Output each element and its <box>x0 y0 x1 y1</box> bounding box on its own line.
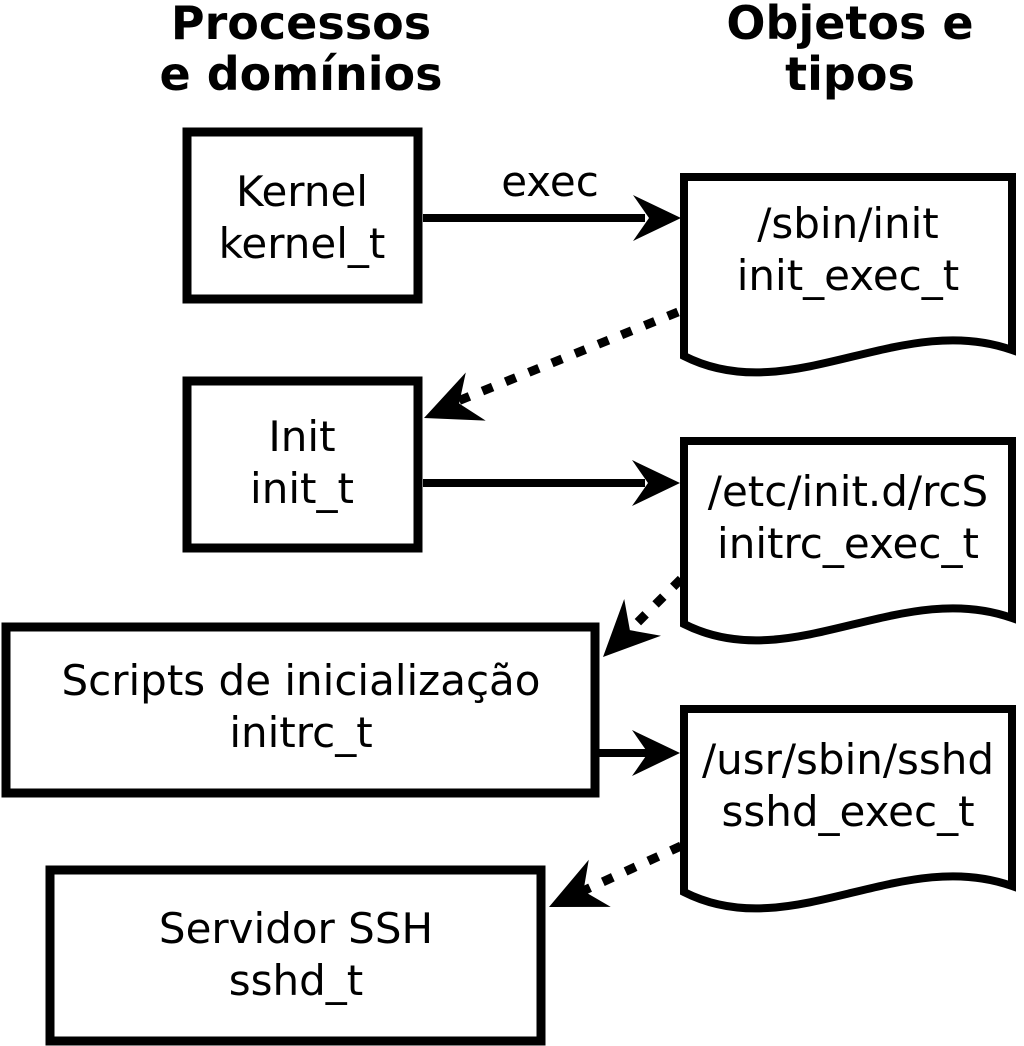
column-header-processes: Processos e domínios <box>160 0 443 101</box>
transition3-arrowhead-icon <box>549 859 611 907</box>
process-node-init: Init init_t <box>182 376 423 553</box>
header-processes-line1: Processos <box>171 0 431 50</box>
transition2-dotted-line <box>622 575 685 638</box>
sbin-init-type-label: init_exec_t <box>737 251 960 300</box>
sshd-box <box>45 865 546 1046</box>
process-node-kernel: Kernel kernel_t <box>182 127 423 304</box>
kernel-domain-label: kernel_t <box>219 219 386 268</box>
edge-kernel-exec-sbin-init: exec <box>423 157 681 241</box>
object-node-sbin-init: /sbin/init init_exec_t <box>680 173 1016 377</box>
initrc-box <box>1 622 600 798</box>
edge-init-exec-rcs <box>423 460 680 506</box>
transition-sbin-init-to-init <box>424 307 680 421</box>
transition1-dotted-line <box>456 307 680 406</box>
exec-edge-arrowhead-icon <box>633 195 681 241</box>
init-domain-label: init_t <box>250 464 354 513</box>
transition1-arrowhead-icon <box>424 372 486 421</box>
sshd-name-label: Servidor SSH <box>159 904 433 953</box>
init-name-label: Init <box>268 412 335 461</box>
initrc-domain-label: initrc_t <box>229 708 372 757</box>
rcs-type-label: initrc_exec_t <box>717 519 979 568</box>
init-box <box>182 376 423 553</box>
transition-rcs-to-initrc <box>603 575 685 657</box>
header-objects-line1: Objetos e <box>726 0 973 50</box>
sshd-domain-label: sshd_t <box>229 956 364 1005</box>
init-edge-arrowhead-icon <box>632 460 680 506</box>
object-node-etc-initd-rcs: /etc/init.d/rcS initrc_exec_t <box>680 437 1016 645</box>
object-node-usr-sbin-sshd: /usr/sbin/sshd sshd_exec_t <box>680 705 1016 913</box>
transition3-dotted-line <box>570 841 683 901</box>
sshd-exec-document-shape <box>680 705 1016 913</box>
process-node-sshd: Servidor SSH sshd_t <box>45 865 546 1046</box>
header-objects-line2: tipos <box>785 47 915 101</box>
sshd-exec-path-label: /usr/sbin/sshd <box>702 735 994 784</box>
initrc-edge-arrowhead-icon <box>632 730 680 776</box>
sbin-init-path-label: /sbin/init <box>757 199 939 248</box>
transition2-arrowhead-icon <box>603 599 661 657</box>
rcs-document-shape <box>680 437 1016 645</box>
sbin-init-document-shape <box>680 173 1016 377</box>
process-node-initrc: Scripts de inicialização initrc_t <box>1 622 600 798</box>
kernel-box <box>182 127 423 304</box>
rcs-path-label: /etc/init.d/rcS <box>708 467 988 516</box>
column-header-objects: Objetos e tipos <box>726 0 973 101</box>
transition-sshd-exec-to-sshd <box>549 841 683 907</box>
kernel-name-label: Kernel <box>236 167 368 216</box>
exec-edge-label: exec <box>501 157 599 206</box>
header-processes-line2: e domínios <box>160 47 443 101</box>
initrc-name-label: Scripts de inicialização <box>61 656 540 705</box>
edge-initrc-exec-sshd <box>597 730 680 776</box>
sshd-exec-type-label: sshd_exec_t <box>721 787 974 836</box>
